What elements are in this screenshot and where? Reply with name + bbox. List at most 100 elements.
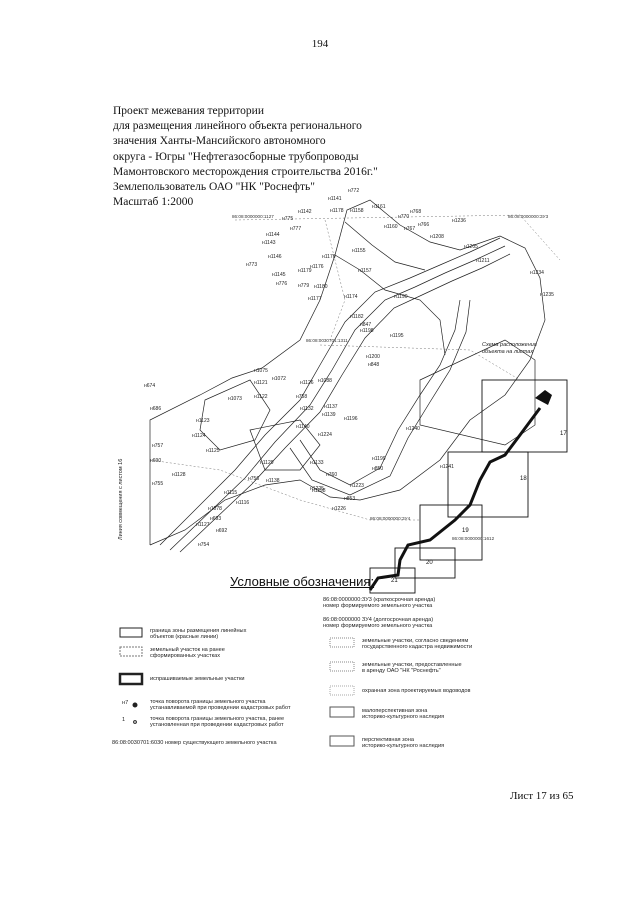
- point-label: н757: [152, 443, 163, 449]
- legend-red-lines: граница зоны размещения линейных объекто…: [150, 628, 247, 641]
- legend-high-zone: перспективная зона историко-культурного …: [362, 737, 445, 750]
- parcel-number: 86:08:0000000:1127: [232, 214, 274, 219]
- point-label: н1235: [540, 292, 554, 298]
- point-label: н848: [368, 362, 379, 368]
- sheet-join-label: Линия совмещения с листом 16: [118, 458, 124, 540]
- sheet-box-19: [419, 504, 483, 561]
- point-label: н1174: [344, 294, 358, 300]
- title-line: округа - Югры "Нефтегазосборные трубопро…: [113, 150, 359, 163]
- title-line: значения Ханты-Мансийского автономного: [113, 135, 326, 148]
- point-label: н690: [150, 458, 161, 464]
- point-label: н775: [282, 216, 293, 222]
- sheet-label: Лист 17 из 65: [510, 790, 574, 802]
- point-label: н1200: [366, 354, 380, 360]
- point-label: н1236: [452, 218, 466, 224]
- pipeline-corridor-b: [169, 245, 506, 551]
- point-label: н1115: [224, 490, 237, 496]
- point-label: н1143: [262, 240, 276, 246]
- point-label: н1128: [172, 472, 186, 478]
- point-label: н779: [298, 283, 309, 289]
- branch-north: [334, 254, 446, 356]
- legend-lease: земельные участки, предоставленные в аре…: [362, 662, 462, 675]
- legend-symbol-point-new: [132, 702, 138, 708]
- point-label: н674: [144, 383, 155, 389]
- point-label: н1190: [394, 294, 408, 300]
- point-label: н847: [360, 322, 371, 328]
- point-label: н1177: [308, 296, 322, 302]
- point-label: н1133: [310, 460, 324, 466]
- point-label: н1161: [372, 204, 386, 210]
- allotment-boundary: [149, 199, 546, 546]
- legend-symbol-gkn: [329, 637, 355, 648]
- point-label: н1205: [464, 244, 478, 250]
- point-label: н1121: [254, 380, 268, 386]
- point-label: н1157: [358, 268, 372, 274]
- legend-water-zone: охранная зона проектируемых водоводов: [362, 688, 471, 694]
- legend-gkn: земельные участки, согласно сведениям го…: [362, 638, 473, 651]
- point-label: н1179: [298, 268, 312, 274]
- point-label: н755: [152, 481, 163, 487]
- sheet-number: 17: [560, 431, 567, 437]
- title-block: Проект межевания территории для размещен…: [113, 104, 433, 210]
- title-line: Проект межевания территории: [113, 105, 264, 117]
- point-label: н1155: [352, 248, 366, 254]
- point-label: н1225: [310, 486, 324, 492]
- legend-symbol-red-lines: [119, 627, 143, 638]
- point-label: н1178: [330, 208, 344, 214]
- point-label: н1122: [254, 394, 268, 400]
- point-label: н1226: [332, 506, 346, 512]
- point-label: н1073: [228, 396, 242, 402]
- branch-north-2: [344, 221, 426, 271]
- page-number: 194: [311, 38, 329, 50]
- point-label: н770: [398, 214, 409, 220]
- point-label: н693: [210, 516, 221, 522]
- sheet-number: 21: [391, 578, 398, 584]
- point-label: н1208: [430, 234, 444, 240]
- pipeline-route-end: [535, 390, 552, 405]
- point-label: н1176: [310, 264, 324, 270]
- point-label: н773: [246, 262, 257, 268]
- point-label: н1195: [390, 333, 404, 339]
- point-label: н777: [290, 226, 301, 232]
- point-label: н754: [198, 542, 209, 548]
- legend-new-point: точка поворота границы земельного участк…: [150, 699, 291, 712]
- point-label: н1180: [314, 284, 328, 290]
- point-label: н1211: [476, 258, 490, 264]
- sheet-number: 19: [462, 528, 469, 534]
- point-label: н1075: [254, 368, 268, 374]
- point-label: н1129: [260, 460, 274, 466]
- point-label: н1182: [350, 314, 364, 320]
- sheet-box-17: [481, 379, 568, 453]
- point-label: н686: [150, 406, 161, 412]
- legend-symbol-low-zone: [329, 706, 355, 718]
- sheet-box-18: [447, 451, 529, 518]
- pipeline-corridor-a: [159, 237, 501, 546]
- sheet-number: 20: [426, 560, 433, 566]
- legend-zu3: 86:08:0000000:ЗУ3 (краткосрочная аренда)…: [323, 597, 436, 610]
- point-label: н1126: [300, 380, 314, 386]
- point-label: н1144: [266, 232, 280, 238]
- point-label: н766: [418, 222, 429, 228]
- legend-symbol-high-zone: [329, 735, 355, 747]
- point-label: н1145: [272, 272, 286, 278]
- point-label: н1123: [196, 418, 210, 424]
- scale-label: Масштаб 1:2000: [113, 196, 194, 209]
- point-label: н1146: [268, 254, 282, 260]
- point-label: н692: [216, 528, 227, 534]
- point-label: н1234: [530, 270, 544, 276]
- legend-previous-parcel: земельный участок на ранее сформированны…: [150, 647, 225, 660]
- legend-old-point: точка поворота границы земельного участк…: [150, 716, 285, 729]
- point-label: н1198: [360, 328, 374, 334]
- parcel-number: 86:08:0000000:ЗУ4: [370, 516, 411, 521]
- legend-zu4: 86:08:0000000 ЗУ4 (долгосрочная аренда) …: [323, 617, 434, 630]
- point-label: н1141: [328, 196, 342, 202]
- point-label: н772: [348, 188, 359, 194]
- legend-existing-number: 86:08:0030701:6030 номер существующего з…: [112, 740, 277, 746]
- legend-low-zone: малоперспективная зона историко-культурн…: [362, 708, 445, 721]
- point-label: н756: [248, 476, 259, 482]
- sheet-box-20: [394, 547, 456, 579]
- point-label: н853: [344, 496, 355, 502]
- legend-symbol-requested: [118, 672, 144, 686]
- pipeline-route-thick: [368, 407, 542, 591]
